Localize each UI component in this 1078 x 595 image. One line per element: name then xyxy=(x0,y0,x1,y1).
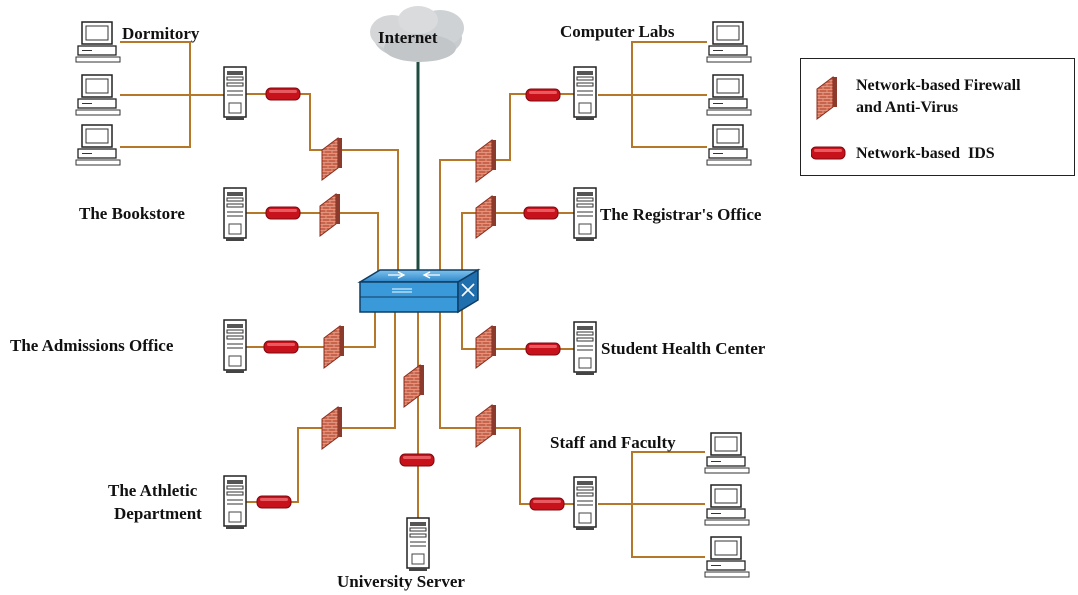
firewall-athletic xyxy=(321,406,343,450)
pc-computer-labs-2 xyxy=(706,74,752,116)
pc-dormitory-3 xyxy=(75,124,121,166)
label-internet: Internet xyxy=(378,28,438,47)
label-university-server: University Server xyxy=(337,572,465,591)
ids-registrar xyxy=(523,206,559,220)
server-registrar xyxy=(573,187,597,242)
ids-bookstore xyxy=(265,206,301,220)
legend-firewall-line1: Network-based Firewall xyxy=(856,77,1021,94)
server-athletic xyxy=(223,475,247,530)
server-bookstore xyxy=(223,187,247,242)
firewall-admissions xyxy=(323,325,345,369)
firewall-health xyxy=(475,325,497,369)
legend-ids-label: Network-based IDS xyxy=(856,145,995,162)
label-athletic-line1: The Athletic xyxy=(108,481,198,500)
firewall-bookstore xyxy=(319,193,341,237)
server-dormitory xyxy=(223,66,247,121)
label-registrar: The Registrar's Office xyxy=(600,205,762,224)
server-admissions xyxy=(223,319,247,374)
firewall-server xyxy=(403,364,425,408)
central-switch xyxy=(357,268,481,314)
pc-computer-labs-3 xyxy=(706,124,752,166)
server-computer-labs xyxy=(573,66,597,121)
pc-staff-3 xyxy=(704,536,750,578)
firewall-registrar xyxy=(475,195,497,239)
legend-firewall-icon xyxy=(816,76,838,120)
pc-computer-labs-1 xyxy=(706,21,752,63)
label-bookstore: The Bookstore xyxy=(79,204,185,223)
legend-firewall-line2: and Anti-Virus xyxy=(856,99,959,116)
server-staff xyxy=(573,476,597,531)
label-staff-faculty: Staff and Faculty xyxy=(550,433,676,452)
server-university xyxy=(406,517,430,572)
pc-staff-2 xyxy=(704,484,750,526)
ids-health xyxy=(525,342,561,356)
legend-box: Network-based Firewall and Anti-Virus Ne… xyxy=(800,58,1075,176)
ids-computer-labs xyxy=(525,88,561,102)
label-dormitory: Dormitory xyxy=(122,24,200,43)
ids-admissions xyxy=(263,340,299,354)
server-health xyxy=(573,321,597,376)
pc-dormitory-1 xyxy=(75,21,121,63)
legend-icons xyxy=(811,76,846,160)
firewall-staff xyxy=(475,404,497,448)
legend-ids-icon xyxy=(811,146,846,160)
label-computer-labs: Computer Labs xyxy=(560,22,675,41)
firewall-dormitory xyxy=(321,137,343,181)
internet-cloud xyxy=(370,6,464,62)
ids-dormitory xyxy=(265,87,301,101)
ids-athletic xyxy=(256,495,292,509)
firewall-computer-labs xyxy=(475,139,497,183)
pc-staff-1 xyxy=(704,432,750,474)
label-athletic-line2: Department xyxy=(114,504,202,523)
ids-server xyxy=(399,453,435,467)
ids-staff xyxy=(529,497,565,511)
label-health: Student Health Center xyxy=(601,339,766,358)
label-admissions: The Admissions Office xyxy=(10,336,174,355)
pc-dormitory-2 xyxy=(75,74,121,116)
